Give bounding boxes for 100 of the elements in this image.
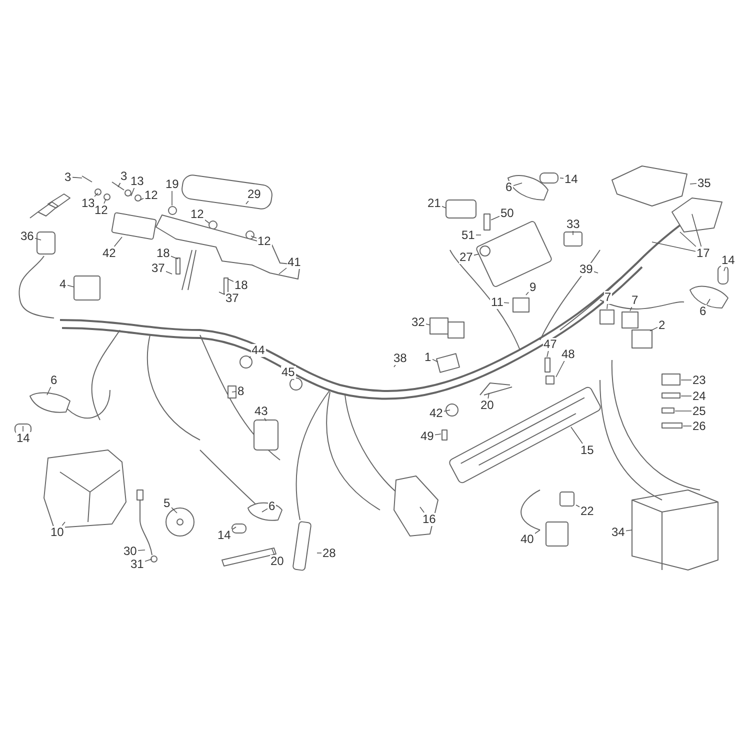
- callout-number: 21: [426, 196, 442, 210]
- leader-line: [46, 386, 52, 396]
- callout-number: 35: [696, 176, 712, 190]
- callout-number: 2: [658, 318, 666, 332]
- leader-line: [140, 198, 144, 200]
- callout-number: 13: [80, 196, 96, 210]
- callout-number: 6: [50, 374, 58, 386]
- callout-number: 34: [610, 526, 626, 538]
- leader-line: [490, 216, 500, 220]
- leader-line: [104, 198, 106, 204]
- callout-number: 12: [190, 208, 205, 220]
- callout-number: 18: [156, 246, 171, 260]
- callout-number: 28: [322, 546, 337, 560]
- leader-line: [114, 236, 122, 247]
- callout-number: 48: [560, 348, 576, 360]
- callout-number: 6: [268, 500, 276, 512]
- callout-number: 12: [144, 188, 159, 202]
- callout-number: 12: [256, 234, 272, 248]
- leader-line: [248, 356, 252, 358]
- leader-line: [680, 232, 696, 247]
- callout-number: 45: [280, 366, 296, 378]
- leader-line: [513, 182, 522, 186]
- leader-line: [262, 508, 268, 512]
- leader-line: [706, 298, 710, 305]
- callout-number: 7: [604, 290, 612, 304]
- callout-number: 14: [564, 172, 579, 186]
- callout-number: 47: [542, 338, 558, 350]
- leader-line: [674, 410, 692, 412]
- leader-line: [434, 434, 442, 436]
- leader-line: [22, 426, 24, 432]
- callout-number: 12: [94, 204, 109, 216]
- callout-number: 43: [254, 404, 269, 418]
- leader-line: [692, 214, 702, 247]
- callout-number: 20: [270, 554, 285, 568]
- callout-number: 42: [428, 406, 444, 420]
- leader-line: [576, 504, 580, 508]
- callout-number: 42: [102, 246, 117, 260]
- callout-number: 33: [566, 218, 581, 230]
- callout-number: 36: [20, 230, 35, 242]
- callout-number: 9: [528, 280, 538, 294]
- leader-line: [218, 292, 225, 295]
- callout-number: 19: [164, 178, 180, 190]
- leader-line: [572, 230, 574, 236]
- callout-number: 5: [162, 496, 172, 510]
- callout-number: 27: [458, 250, 474, 264]
- leader-line: [137, 550, 146, 551]
- leader-line: [165, 270, 172, 274]
- callout-number: 22: [580, 504, 595, 518]
- callout-number: 51: [460, 228, 476, 242]
- leader-line: [171, 507, 178, 514]
- leader-line: [272, 548, 275, 555]
- callout-number: 38: [392, 352, 408, 364]
- leader-line: [556, 360, 565, 378]
- leader-line: [67, 284, 74, 288]
- callout-number: 24: [692, 390, 707, 402]
- leader-line: [432, 358, 438, 362]
- callout-number: 17: [696, 246, 711, 260]
- callout-number: 37: [224, 292, 240, 304]
- leader-line: [130, 187, 135, 196]
- callout-number: 1: [424, 350, 432, 364]
- callout-number: 14: [720, 254, 736, 266]
- callout-number: 14: [16, 432, 31, 444]
- leader-line: [534, 530, 540, 534]
- callout-number: 14: [216, 528, 232, 542]
- leader-line: [560, 178, 564, 179]
- leader-line: [94, 192, 98, 197]
- callout-number: 25: [692, 404, 707, 418]
- callout-number: 4: [58, 278, 68, 290]
- leader-line: [144, 558, 152, 562]
- leader-line: [488, 392, 490, 399]
- callout-number: 44: [250, 344, 266, 356]
- callout-number: 6: [698, 304, 708, 318]
- callout-number: 15: [580, 444, 595, 456]
- leader-line: [652, 242, 696, 252]
- leader-line: [570, 426, 583, 444]
- callout-number: 32: [410, 316, 426, 328]
- callout-number: 23: [692, 374, 707, 386]
- callout-number: 3: [120, 170, 128, 182]
- callout-number: 30: [122, 544, 138, 558]
- leader-line: [278, 268, 287, 274]
- leader-line: [546, 350, 549, 358]
- callout-number: 3: [64, 170, 72, 184]
- callout-number: 7: [630, 294, 640, 306]
- leader-line: [250, 236, 257, 238]
- callout-number: 41: [286, 256, 302, 268]
- leader-line: [475, 234, 482, 236]
- callout-number: 18: [234, 278, 249, 292]
- callout-number: 13: [130, 174, 145, 188]
- leader-line: [228, 278, 234, 282]
- callout-number: 39: [578, 262, 594, 276]
- grommet-drawing: [168, 206, 176, 214]
- leader-line: [231, 526, 236, 530]
- leader-line: [232, 391, 237, 392]
- callout-number: 40: [520, 532, 535, 546]
- leader-line: [441, 206, 446, 208]
- leader-line: [724, 266, 726, 272]
- callout-number: 49: [420, 430, 435, 442]
- leader-line: [526, 292, 529, 296]
- leader-line: [650, 326, 658, 332]
- leader-line: [34, 238, 42, 240]
